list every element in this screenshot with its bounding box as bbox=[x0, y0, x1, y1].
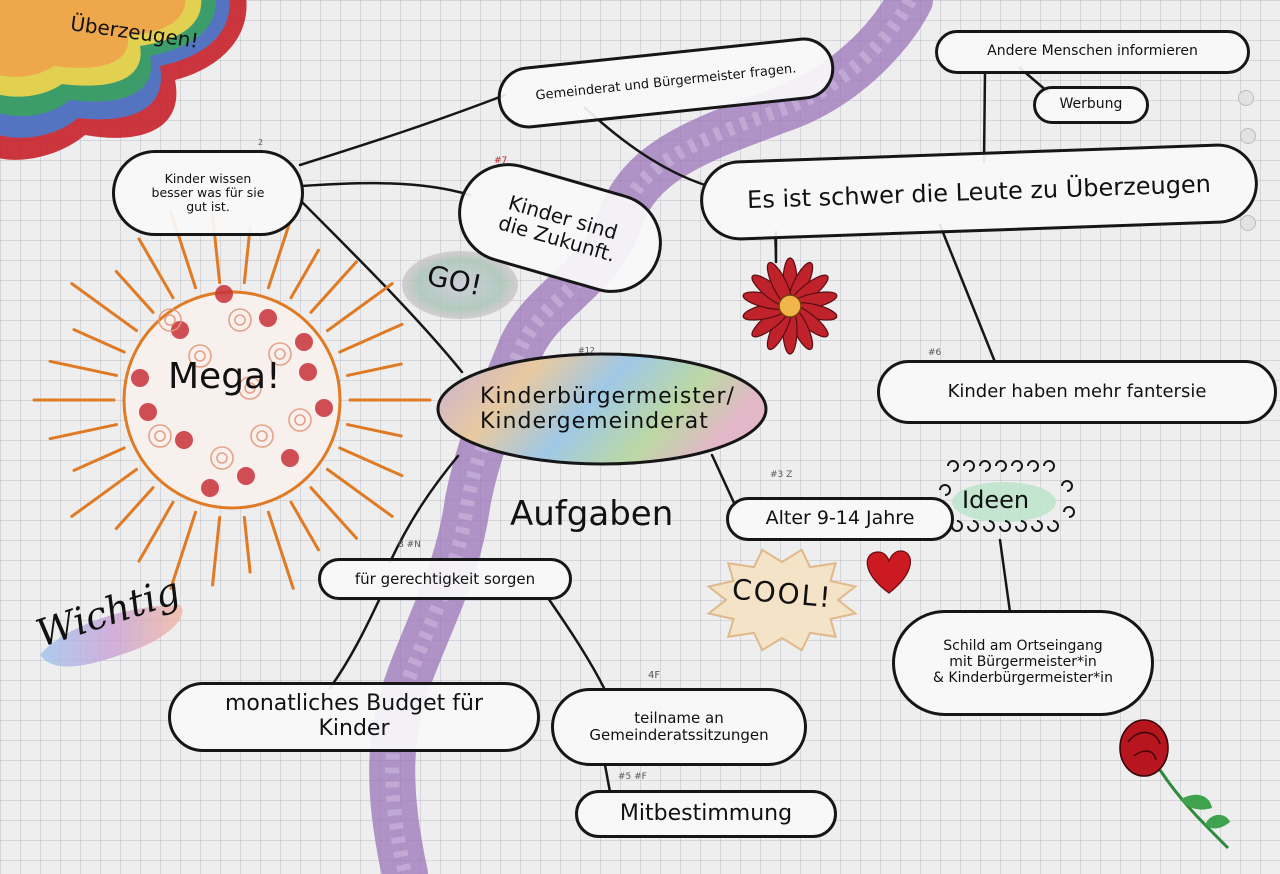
heart-drawing bbox=[866, 550, 912, 594]
mark: #6 bbox=[928, 348, 942, 358]
punch-hole bbox=[1240, 215, 1256, 231]
punch-hole bbox=[1238, 90, 1254, 106]
node-alter: Alter 9-14 Jahre bbox=[726, 497, 954, 541]
ideen-cloud bbox=[952, 482, 1056, 522]
red-flower-drawing bbox=[742, 233, 838, 355]
node-gerechtigkeit: für gerechtigkeit sorgen bbox=[318, 558, 572, 600]
label-aufgaben: Aufgaben bbox=[510, 494, 674, 534]
rose-drawing bbox=[1119, 719, 1230, 850]
node-schild: Schild am Ortseingang mit Bürgermeister*… bbox=[892, 610, 1154, 716]
mark: #5 #F bbox=[618, 772, 647, 782]
mark: 4F bbox=[648, 670, 661, 681]
node-mitbestimmung: Mitbestimmung bbox=[575, 790, 837, 838]
node-kinder-wissen: Kinder wissen besser was für sie gut ist… bbox=[112, 150, 304, 236]
cool-burst-shape bbox=[706, 548, 858, 652]
mark: #3 Z bbox=[770, 470, 793, 480]
central-topic: Kinderbürgermeister/ Kindergemeinderat bbox=[480, 384, 735, 434]
node-fantasie: Kinder haben mehr fantersie bbox=[877, 360, 1277, 424]
label-ideen: Ideen bbox=[962, 486, 1030, 514]
central-topic-bubble bbox=[436, 352, 768, 466]
mark: 2 bbox=[258, 138, 264, 147]
node-andere-informieren: Andere Menschen informieren bbox=[935, 30, 1250, 74]
node-teilnahme: teilname an Gemeinderatssitzungen bbox=[551, 688, 807, 766]
label-mega: Mega! bbox=[168, 356, 281, 397]
node-werbung: Werbung bbox=[1033, 86, 1149, 124]
node-budget: monatliches Budget für Kinder bbox=[168, 682, 540, 752]
rainbow-cloud bbox=[0, 0, 247, 160]
mark: #12 bbox=[578, 346, 595, 355]
sun-drawing bbox=[32, 210, 432, 590]
purple-river bbox=[369, 0, 933, 874]
go-cloud bbox=[402, 251, 518, 319]
wichtig-smear bbox=[40, 605, 183, 667]
mark: #7 bbox=[494, 156, 508, 166]
ideen-curls bbox=[939, 460, 1075, 532]
punch-hole bbox=[1240, 128, 1256, 144]
mark: 8 #N bbox=[398, 540, 421, 550]
